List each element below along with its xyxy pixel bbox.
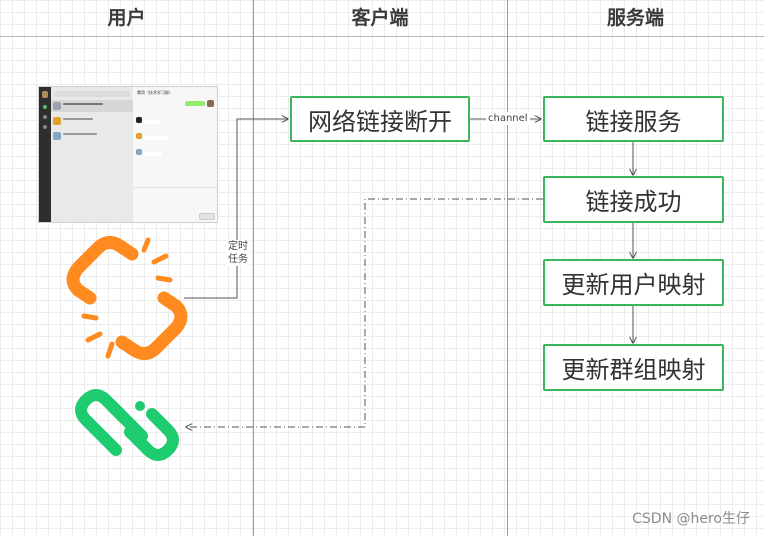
edge-success-to-connected (186, 198, 543, 427)
member-avatar (136, 117, 142, 123)
chat-bubble-icon (43, 105, 47, 109)
lane-divider-user-client (253, 0, 254, 536)
received-message-bubble (144, 152, 162, 156)
chat-app-send-button (199, 213, 215, 220)
chat-app-screenshot: 鹰哥（技术学习群） (38, 86, 218, 223)
sender-avatar (207, 100, 214, 107)
member-avatar (136, 133, 142, 139)
conversation-name-line (63, 103, 103, 105)
conversation-avatar (53, 132, 61, 140)
lane-header-divider (0, 36, 764, 37)
chat-app-avatar (42, 91, 48, 98)
chat-app-input-divider (133, 187, 217, 188)
received-message-bubble (144, 136, 168, 140)
edge-label-timer-task: 定时 任务 (226, 240, 250, 266)
received-message-bubble (144, 120, 160, 124)
sent-message-bubble (185, 101, 205, 106)
lane-title-client: 客户端 (351, 7, 409, 29)
lane-title-server: 服务端 (606, 7, 664, 29)
node-network-disconnect[interactable]: 网络链接断开 (290, 96, 470, 142)
broken-link-icon (66, 236, 188, 360)
node-update-user-mapping[interactable]: 更新用户映射 (543, 259, 724, 306)
lane-title-user: 用户 (107, 7, 146, 29)
conversation-name-line (63, 133, 97, 135)
chat-app-selected-conversation (51, 100, 133, 112)
link-icon (75, 389, 179, 461)
conversation-name-line (63, 118, 93, 120)
node-link-service[interactable]: 链接服务 (543, 96, 724, 142)
lane-divider-client-server (507, 0, 508, 536)
watermark: CSDN @hero生仔 (632, 511, 750, 527)
edge-label-timer-task-line2: 任务 (228, 254, 248, 265)
edge-label-timer-task-line1: 定时 (228, 241, 248, 252)
edge-timer-task (184, 119, 288, 299)
chat-app-search-box (54, 91, 130, 97)
member-avatar (136, 149, 142, 155)
folder-icon (43, 125, 47, 129)
chat-app-nav-bar (39, 87, 51, 222)
node-update-group-mapping[interactable]: 更新群组映射 (543, 344, 724, 391)
contacts-icon (43, 115, 47, 119)
conversation-avatar (53, 102, 61, 110)
node-link-success[interactable]: 链接成功 (543, 176, 724, 223)
chat-app-title: 鹰哥（技术学习群） (137, 90, 173, 95)
edge-label-channel: channel (486, 112, 530, 125)
conversation-avatar (53, 117, 61, 125)
